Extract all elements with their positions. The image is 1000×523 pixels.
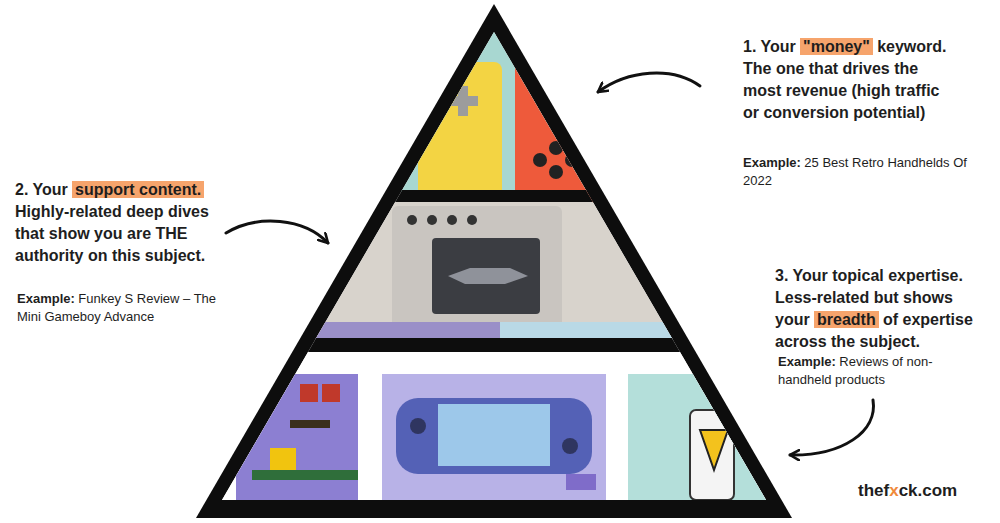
stick (562, 438, 578, 454)
product-photo (628, 374, 768, 502)
purple-strip (200, 322, 500, 340)
label-text: Example: (743, 155, 801, 170)
badge (566, 474, 596, 490)
stick (410, 418, 426, 434)
watermark: thefxck.com (858, 480, 957, 502)
label-text: 2. Your (15, 181, 68, 198)
button (533, 153, 547, 167)
callout-example: Example:25 Best Retro Handhelds Of 2022 (743, 154, 978, 190)
pixel-block (300, 384, 318, 402)
leader-arrow (790, 400, 873, 455)
console-screen (432, 238, 540, 314)
highlighted-phrase: support content. (72, 181, 204, 198)
callout-heading: 3. Your topical expertise. Less-related … (775, 265, 991, 353)
label-text: x (889, 481, 898, 500)
controller-photo (382, 374, 606, 502)
highlighted-phrase: breadth (814, 311, 879, 328)
label-text: Highly-related deep dives that show you … (15, 201, 220, 267)
dpad (448, 86, 478, 116)
yellow-handheld (418, 62, 502, 202)
label-text: 1. Your (743, 38, 796, 55)
yellow-icon (700, 430, 728, 470)
button (549, 165, 563, 179)
highlighted-phrase: "money" (800, 38, 873, 55)
callout-example: Example:Reviews of non-handheld products (778, 353, 968, 389)
pyramid-photos (200, 30, 800, 502)
pixel-ground (252, 470, 358, 480)
leader-arrow (598, 73, 700, 92)
game-screenshot (236, 374, 358, 502)
button (565, 153, 579, 167)
red-handheld (515, 55, 597, 205)
blue-strip (500, 322, 800, 340)
button (427, 215, 437, 225)
pixel-block (322, 384, 340, 402)
pyramid-outline (196, 4, 792, 518)
callout-heading: 2. Yoursupport content. Highly-related de… (15, 179, 220, 267)
callout-example: Example:Funkey S Review – The Mini Gameb… (17, 290, 222, 326)
label-text: thef (858, 481, 889, 500)
button (549, 141, 563, 155)
phone (690, 410, 734, 500)
bottom-band (200, 352, 800, 502)
button (467, 215, 477, 225)
label-text: Example: (778, 354, 836, 369)
controller-screen (438, 404, 550, 466)
console (392, 206, 562, 340)
leader-arrow (226, 221, 328, 243)
controller (396, 398, 592, 474)
screen-logo (448, 268, 528, 284)
band-divider (200, 338, 800, 352)
callout-heading: 1. Your"money"keyword. The one that driv… (743, 36, 955, 124)
middle-band-photo (200, 202, 800, 340)
button (447, 215, 457, 225)
label-text: ck.com (899, 481, 958, 500)
band-divider (200, 190, 800, 202)
pixel-ledge (290, 420, 330, 428)
label-text: Example: (17, 291, 75, 306)
button (407, 215, 417, 225)
